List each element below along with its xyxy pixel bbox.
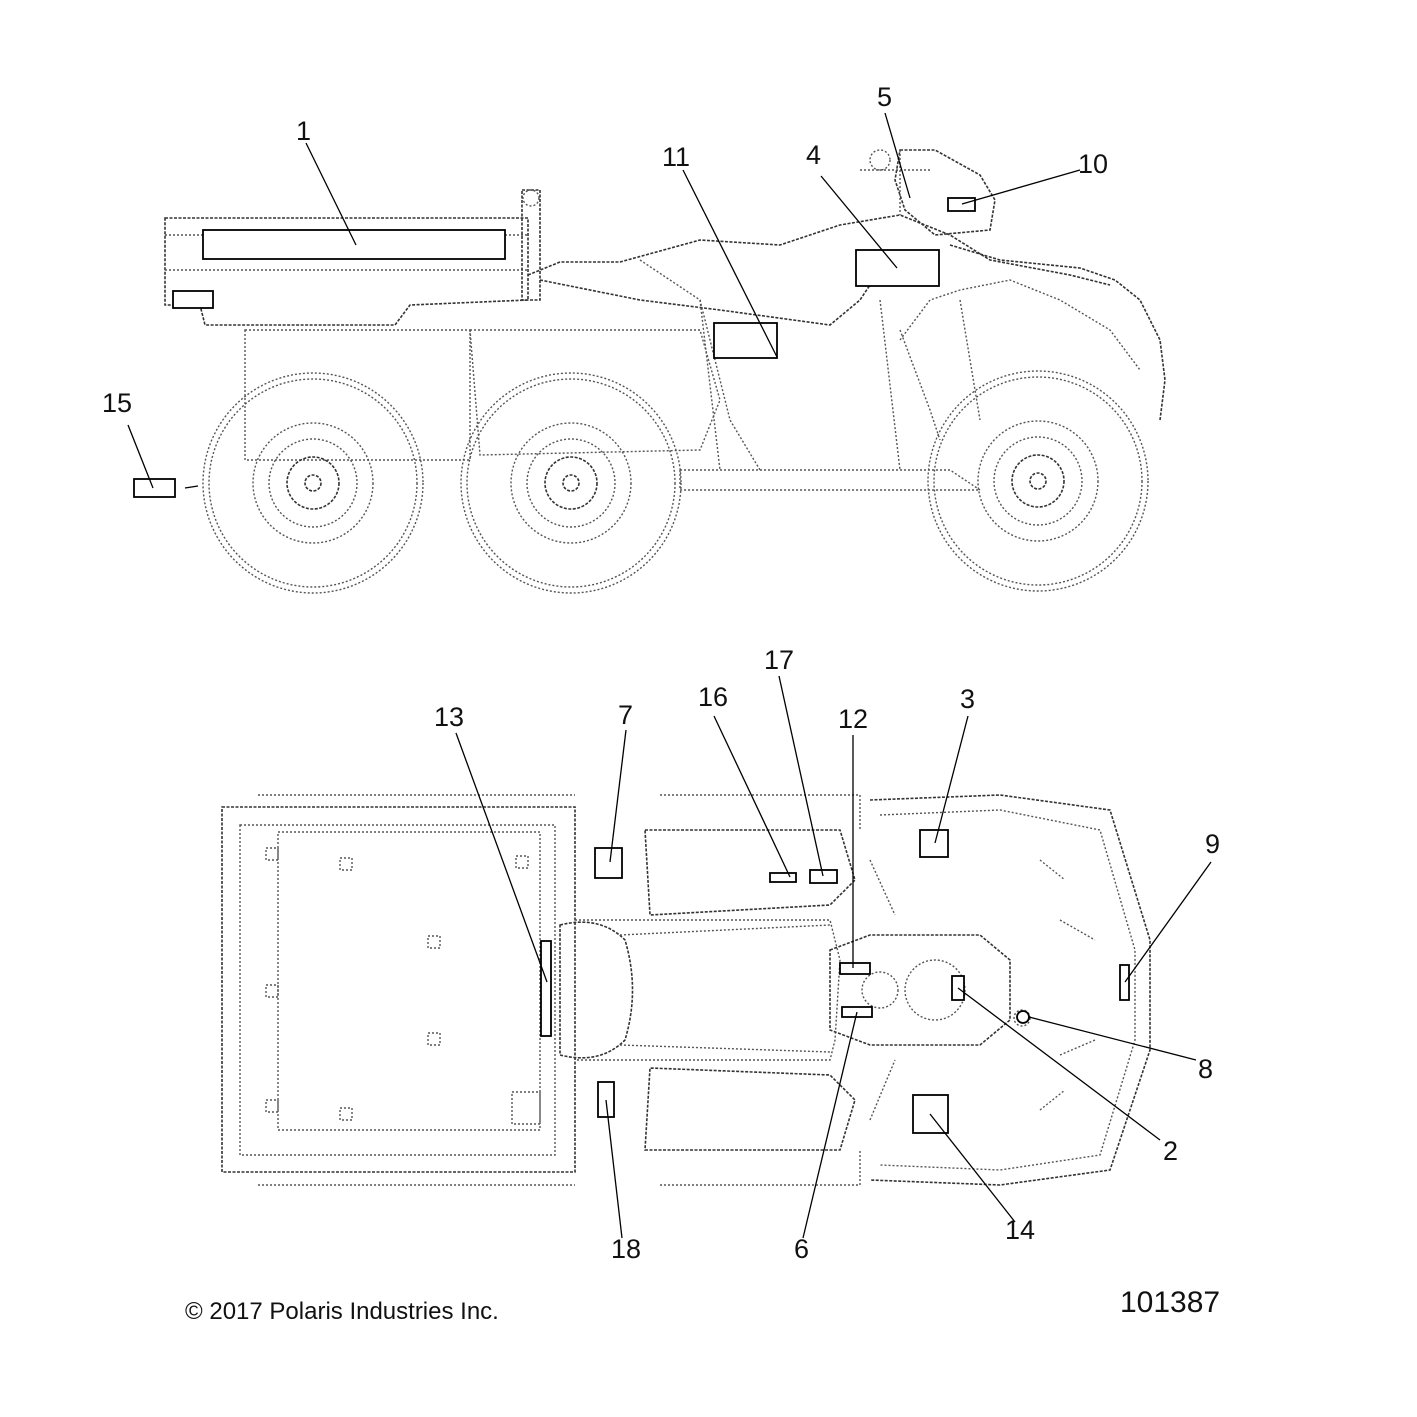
decal-10 bbox=[947, 197, 976, 212]
decal-13 bbox=[540, 940, 552, 1037]
decal-rear-small bbox=[172, 290, 214, 309]
decal-1 bbox=[202, 229, 506, 260]
callout-14: 14 bbox=[1005, 1215, 1035, 1245]
decal-12 bbox=[839, 962, 871, 975]
callout-1: 1 bbox=[296, 116, 311, 146]
callout-8: 8 bbox=[1198, 1054, 1213, 1084]
figure-id: 101387 bbox=[1120, 1286, 1221, 1319]
callout-18: 18 bbox=[611, 1234, 641, 1264]
decal-9 bbox=[1119, 964, 1130, 1001]
callout-2: 2 bbox=[1163, 1136, 1178, 1166]
front-wheel bbox=[927, 370, 1149, 592]
callout-3: 3 bbox=[960, 684, 975, 714]
decal-17 bbox=[809, 869, 838, 884]
decal-16 bbox=[769, 872, 797, 883]
callout-11: 11 bbox=[662, 142, 690, 172]
callout-17: 17 bbox=[764, 645, 794, 675]
decal-3 bbox=[919, 829, 949, 858]
top-view-vehicle bbox=[221, 794, 1151, 1186]
callout-6: 6 bbox=[794, 1234, 809, 1264]
callout-13: 13 bbox=[434, 702, 464, 732]
callout-7: 7 bbox=[618, 700, 633, 730]
decal-15 bbox=[133, 478, 176, 498]
callout-5: 5 bbox=[877, 82, 892, 112]
rear-wheel-middle bbox=[460, 372, 682, 594]
decal-4 bbox=[855, 249, 940, 287]
decal-7 bbox=[594, 847, 623, 879]
callout-4: 4 bbox=[806, 140, 821, 170]
callout-10: 10 bbox=[1078, 149, 1108, 179]
callout-15: 15 bbox=[102, 388, 132, 418]
decal-18 bbox=[597, 1081, 615, 1118]
callout-16: 16 bbox=[698, 682, 728, 712]
decal-8 bbox=[1016, 1010, 1030, 1024]
decal-11 bbox=[713, 322, 778, 359]
callout-12: 12 bbox=[838, 704, 868, 734]
copyright-text: © 2017 Polaris Industries Inc. bbox=[185, 1298, 499, 1325]
rear-wheel-left bbox=[202, 372, 424, 594]
side-view-vehicle bbox=[164, 149, 1166, 491]
callout-9: 9 bbox=[1205, 829, 1220, 859]
